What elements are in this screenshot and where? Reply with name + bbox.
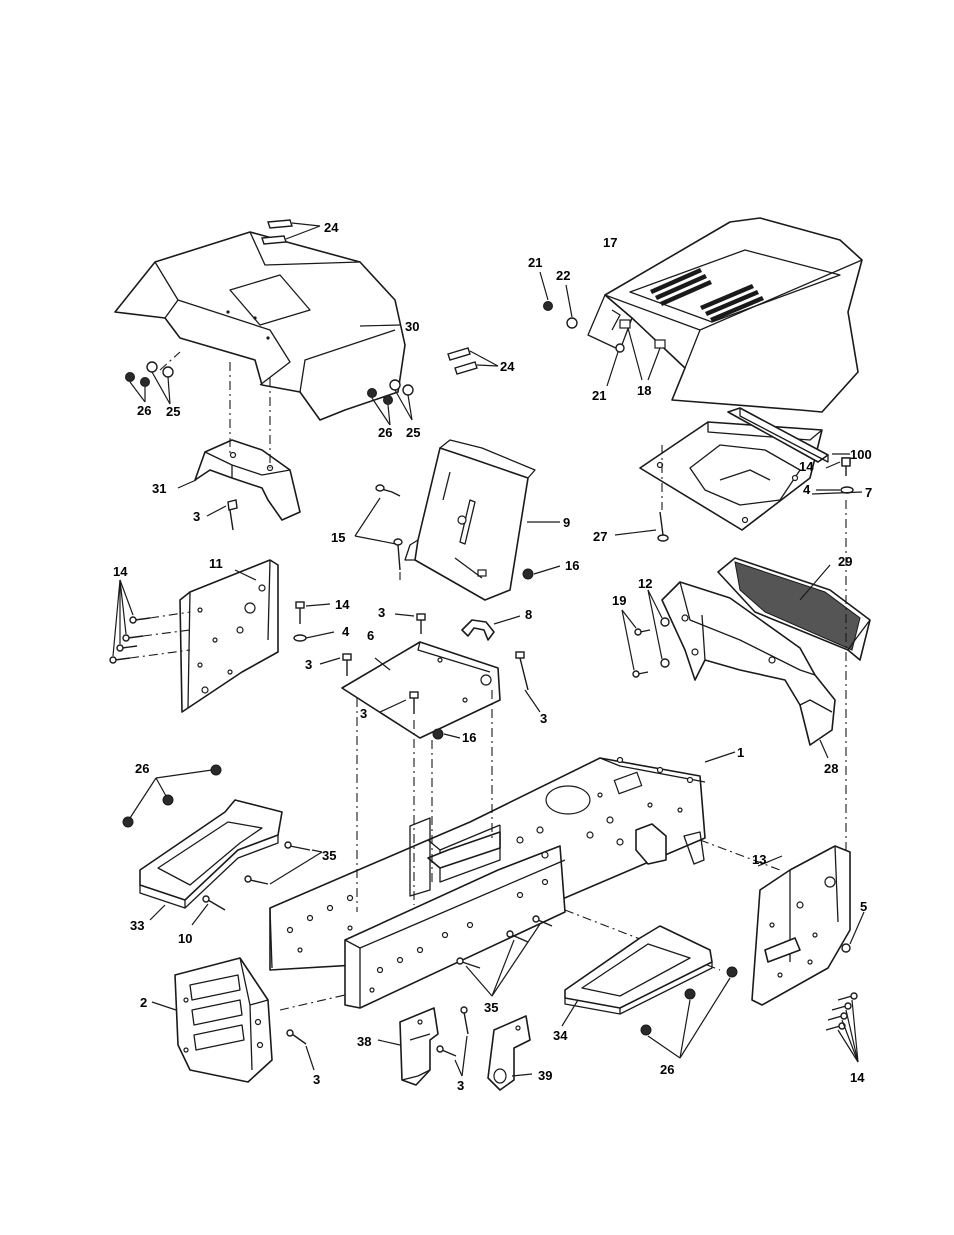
label-6: 6 xyxy=(367,628,374,643)
bolt-washer-14-4 xyxy=(294,602,334,641)
label-3-e: 3 xyxy=(360,706,367,721)
screws-15 xyxy=(355,485,402,580)
label-19: 19 xyxy=(612,593,626,608)
footrest-part-33 xyxy=(140,800,282,908)
label-7: 7 xyxy=(865,485,872,500)
label-21-b: 21 xyxy=(592,388,606,403)
side-panel-part-11 xyxy=(180,560,278,712)
dash-panel-part-9 xyxy=(405,440,535,600)
label-4-b: 4 xyxy=(803,482,811,497)
bolts-24-top xyxy=(262,220,320,244)
bolt-3-bracket xyxy=(207,500,237,530)
bolts-14-left xyxy=(110,580,190,663)
label-34: 34 xyxy=(553,1028,568,1043)
label-3-c: 3 xyxy=(305,657,312,672)
front-bracket-part-2 xyxy=(152,958,272,1082)
label-33: 33 xyxy=(130,918,144,933)
label-31: 31 xyxy=(152,481,166,496)
label-38: 38 xyxy=(357,1034,371,1049)
center-plate-part-6 xyxy=(342,642,500,738)
label-11: 11 xyxy=(209,556,223,571)
side-panel-part-13 xyxy=(752,846,850,1005)
label-25-a: 25 xyxy=(166,404,180,419)
label-15: 15 xyxy=(331,530,345,545)
label-35-b: 35 xyxy=(484,1000,498,1015)
label-9: 9 xyxy=(563,515,570,530)
label-26-d: 26 xyxy=(660,1062,674,1077)
label-35-a: 35 xyxy=(322,848,336,863)
label-26-a: 26 xyxy=(137,403,151,418)
label-2: 2 xyxy=(140,995,147,1010)
nut-16-center xyxy=(433,729,460,739)
label-13: 13 xyxy=(752,852,766,867)
label-26-b: 26 xyxy=(378,425,392,440)
bracket-part-39 xyxy=(488,1016,530,1090)
bolts-24-right xyxy=(448,348,498,374)
label-3-f: 3 xyxy=(313,1072,320,1087)
bolt-3-front xyxy=(287,1030,314,1070)
label-10: 10 xyxy=(178,931,192,946)
label-14-a: 14 xyxy=(113,564,128,579)
label-28: 28 xyxy=(824,761,838,776)
label-30: 30 xyxy=(405,319,419,334)
label-4-a: 4 xyxy=(342,624,350,639)
label-14-c: 14 xyxy=(799,459,814,474)
bolts-14-right xyxy=(826,500,858,1062)
label-3-g: 3 xyxy=(457,1078,464,1093)
nut-16-top xyxy=(523,566,560,579)
label-1: 1 xyxy=(737,745,744,760)
nuts-washers-left xyxy=(126,352,181,404)
label-24-b: 24 xyxy=(500,359,515,374)
label-100: 100 xyxy=(850,447,872,462)
label-26-c: 26 xyxy=(135,761,149,776)
label-5: 5 xyxy=(860,899,867,914)
label-12: 12 xyxy=(638,576,652,591)
label-25-b: 25 xyxy=(406,425,420,440)
fender-bracket-part-31 xyxy=(195,440,300,520)
label-3-b: 3 xyxy=(378,605,385,620)
label-16-b: 16 xyxy=(462,730,476,745)
label-3-a: 3 xyxy=(193,509,200,524)
label-14-b: 14 xyxy=(335,597,350,612)
label-8: 8 xyxy=(525,607,532,622)
label-16-a: 16 xyxy=(565,558,579,573)
label-29: 29 xyxy=(838,554,852,569)
label-21-a: 21 xyxy=(528,255,542,270)
bracket-part-38 xyxy=(400,1008,438,1085)
label-27: 27 xyxy=(593,529,607,544)
label-3-d: 3 xyxy=(540,711,547,726)
screws-19-12 xyxy=(622,590,669,677)
label-17: 17 xyxy=(603,235,617,250)
label-18: 18 xyxy=(637,383,651,398)
label-14-d: 14 xyxy=(850,1070,865,1085)
label-22: 22 xyxy=(556,268,570,283)
clip-part-8 xyxy=(462,616,520,640)
hood-part-17 xyxy=(588,218,862,412)
label-24-a: 24 xyxy=(324,220,339,235)
label-39: 39 xyxy=(538,1068,552,1083)
